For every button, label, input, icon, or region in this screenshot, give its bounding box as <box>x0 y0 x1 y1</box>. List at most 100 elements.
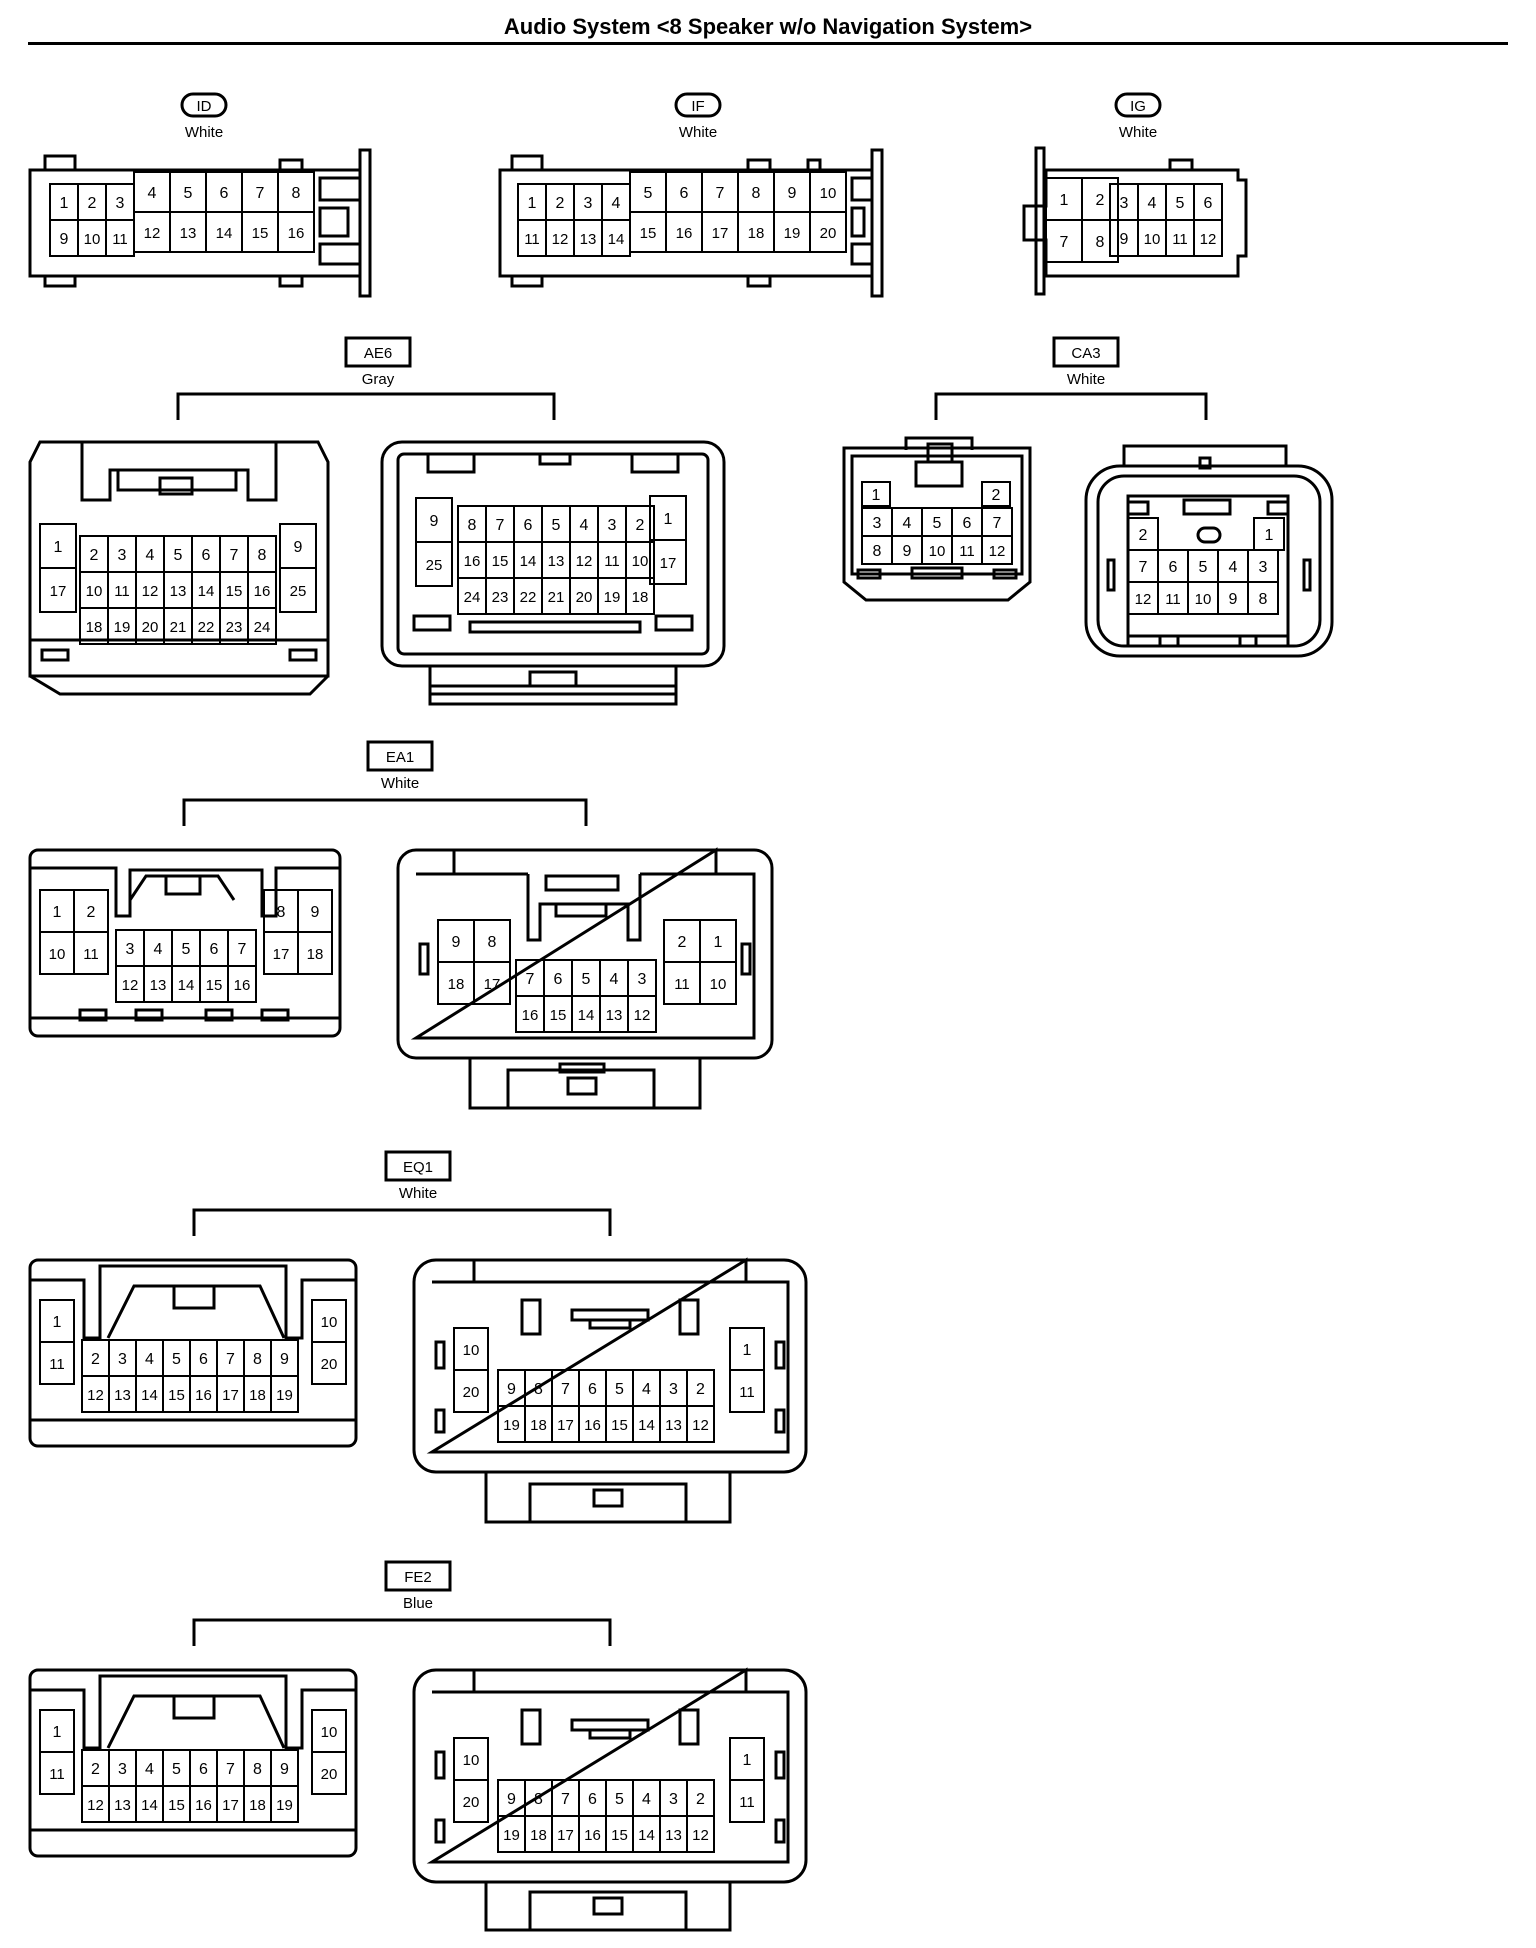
pin-number: 20 <box>576 589 593 606</box>
connector-color: White <box>1119 124 1157 141</box>
pin-number: 4 <box>148 185 157 202</box>
pin-number: 1 <box>743 1752 752 1769</box>
pin-number: 4 <box>154 941 163 958</box>
pin-number: 12 <box>122 977 139 994</box>
pin-number: 15 <box>550 1007 567 1024</box>
pin-number: 13 <box>114 1797 131 1814</box>
pin-number: 10 <box>463 1342 480 1359</box>
pin-number: 12 <box>989 543 1006 560</box>
pin-number: 10 <box>49 946 66 963</box>
pin-number: 8 <box>534 1381 543 1398</box>
pin-number: 11 <box>83 946 99 963</box>
pin-number: 18 <box>530 1827 547 1844</box>
pin-number: 9 <box>788 185 797 202</box>
connector-code: EA1 <box>386 749 414 766</box>
pin-number: 1 <box>664 511 673 528</box>
connector-ea1-male-housing <box>28 848 342 1038</box>
pin-number: 5 <box>615 1381 624 1398</box>
connector-code: IG <box>1130 98 1146 115</box>
pin-number: 9 <box>452 934 461 951</box>
pin-number: 12 <box>1135 591 1152 608</box>
pin-number: 9 <box>280 1761 289 1778</box>
pin-number: 1 <box>1265 527 1274 544</box>
pin-number: 13 <box>170 583 187 600</box>
pin-cavity <box>247 607 277 645</box>
label-box <box>674 92 722 118</box>
pin-number: 1 <box>54 539 63 556</box>
pin-number: 14 <box>198 583 215 600</box>
pin-number: 15 <box>252 225 269 242</box>
pin-number: 9 <box>280 1351 289 1368</box>
bracket <box>176 392 556 420</box>
pin-number: 6 <box>680 185 689 202</box>
pin-number: 2 <box>696 1791 705 1808</box>
pin-number: 5 <box>184 185 193 202</box>
pin-number: 19 <box>503 1417 520 1434</box>
connector-eq1-female-housing <box>412 1257 808 1524</box>
pin-number: 8 <box>752 185 761 202</box>
pin-number: 2 <box>91 1761 100 1778</box>
pin-number: 16 <box>195 1387 212 1404</box>
pin-number: 7 <box>993 515 1002 532</box>
connector-color: White <box>381 775 419 792</box>
title-rule <box>28 42 1508 45</box>
pin-number: 3 <box>638 971 647 988</box>
pin-number: 12 <box>634 1007 651 1024</box>
pin-number: 5 <box>644 185 653 202</box>
pin-number: 7 <box>1139 559 1148 576</box>
pin-number: 18 <box>249 1387 266 1404</box>
connector-id-housing <box>28 148 372 298</box>
pin-number: 23 <box>226 619 243 636</box>
pin-number: 12 <box>692 1417 709 1434</box>
pin-number: 13 <box>580 231 597 248</box>
pin-number: 17 <box>660 555 677 572</box>
pin-number: 12 <box>552 231 569 248</box>
pin-number: 4 <box>610 971 619 988</box>
pin-number: 5 <box>933 515 942 532</box>
pin-number: 17 <box>712 225 729 242</box>
pin-number: 6 <box>1204 195 1213 212</box>
pin-number: 1 <box>528 195 537 212</box>
pin-number: 25 <box>426 557 443 574</box>
pin-number: 17 <box>557 1827 574 1844</box>
pin-number: 11 <box>49 1766 65 1783</box>
pin-number: 13 <box>606 1007 623 1024</box>
pin-number: 6 <box>199 1761 208 1778</box>
pin-number: 15 <box>206 977 223 994</box>
pin-number: 13 <box>150 977 167 994</box>
pin-number: 24 <box>464 589 481 606</box>
pin-number: 6 <box>554 971 563 988</box>
pin-number: 14 <box>216 225 233 242</box>
pin-number: 19 <box>604 589 621 606</box>
connector-color: White <box>1067 371 1105 388</box>
pin-number: 15 <box>492 553 509 570</box>
pin-number: 18 <box>748 225 765 242</box>
pin-number: 18 <box>448 976 465 993</box>
pin-number: 8 <box>534 1791 543 1808</box>
pin-number: 10 <box>929 543 946 560</box>
label-box <box>384 1150 452 1182</box>
pin-number: 12 <box>1200 231 1217 248</box>
pin-number: 1 <box>872 487 881 504</box>
pin-number: 10 <box>1144 231 1161 248</box>
pin-number: 17 <box>222 1797 239 1814</box>
pin-number: 22 <box>198 619 215 636</box>
pin-cavity <box>981 535 1013 565</box>
pin-number: 11 <box>1172 231 1188 248</box>
connector-code: ID <box>197 98 212 115</box>
pin-number: 5 <box>552 517 561 534</box>
pin-number: 5 <box>172 1351 181 1368</box>
pin-number: 17 <box>222 1387 239 1404</box>
pin-cavity <box>227 965 257 1003</box>
pin-number: 12 <box>87 1387 104 1404</box>
pin-cavity <box>297 931 333 975</box>
connector-code: IF <box>691 98 704 115</box>
pin-number: 17 <box>50 583 67 600</box>
pin-number: 3 <box>873 515 882 532</box>
pin-number: 11 <box>959 543 975 560</box>
pin-number: 5 <box>1176 195 1185 212</box>
pin-cavity <box>279 567 317 613</box>
